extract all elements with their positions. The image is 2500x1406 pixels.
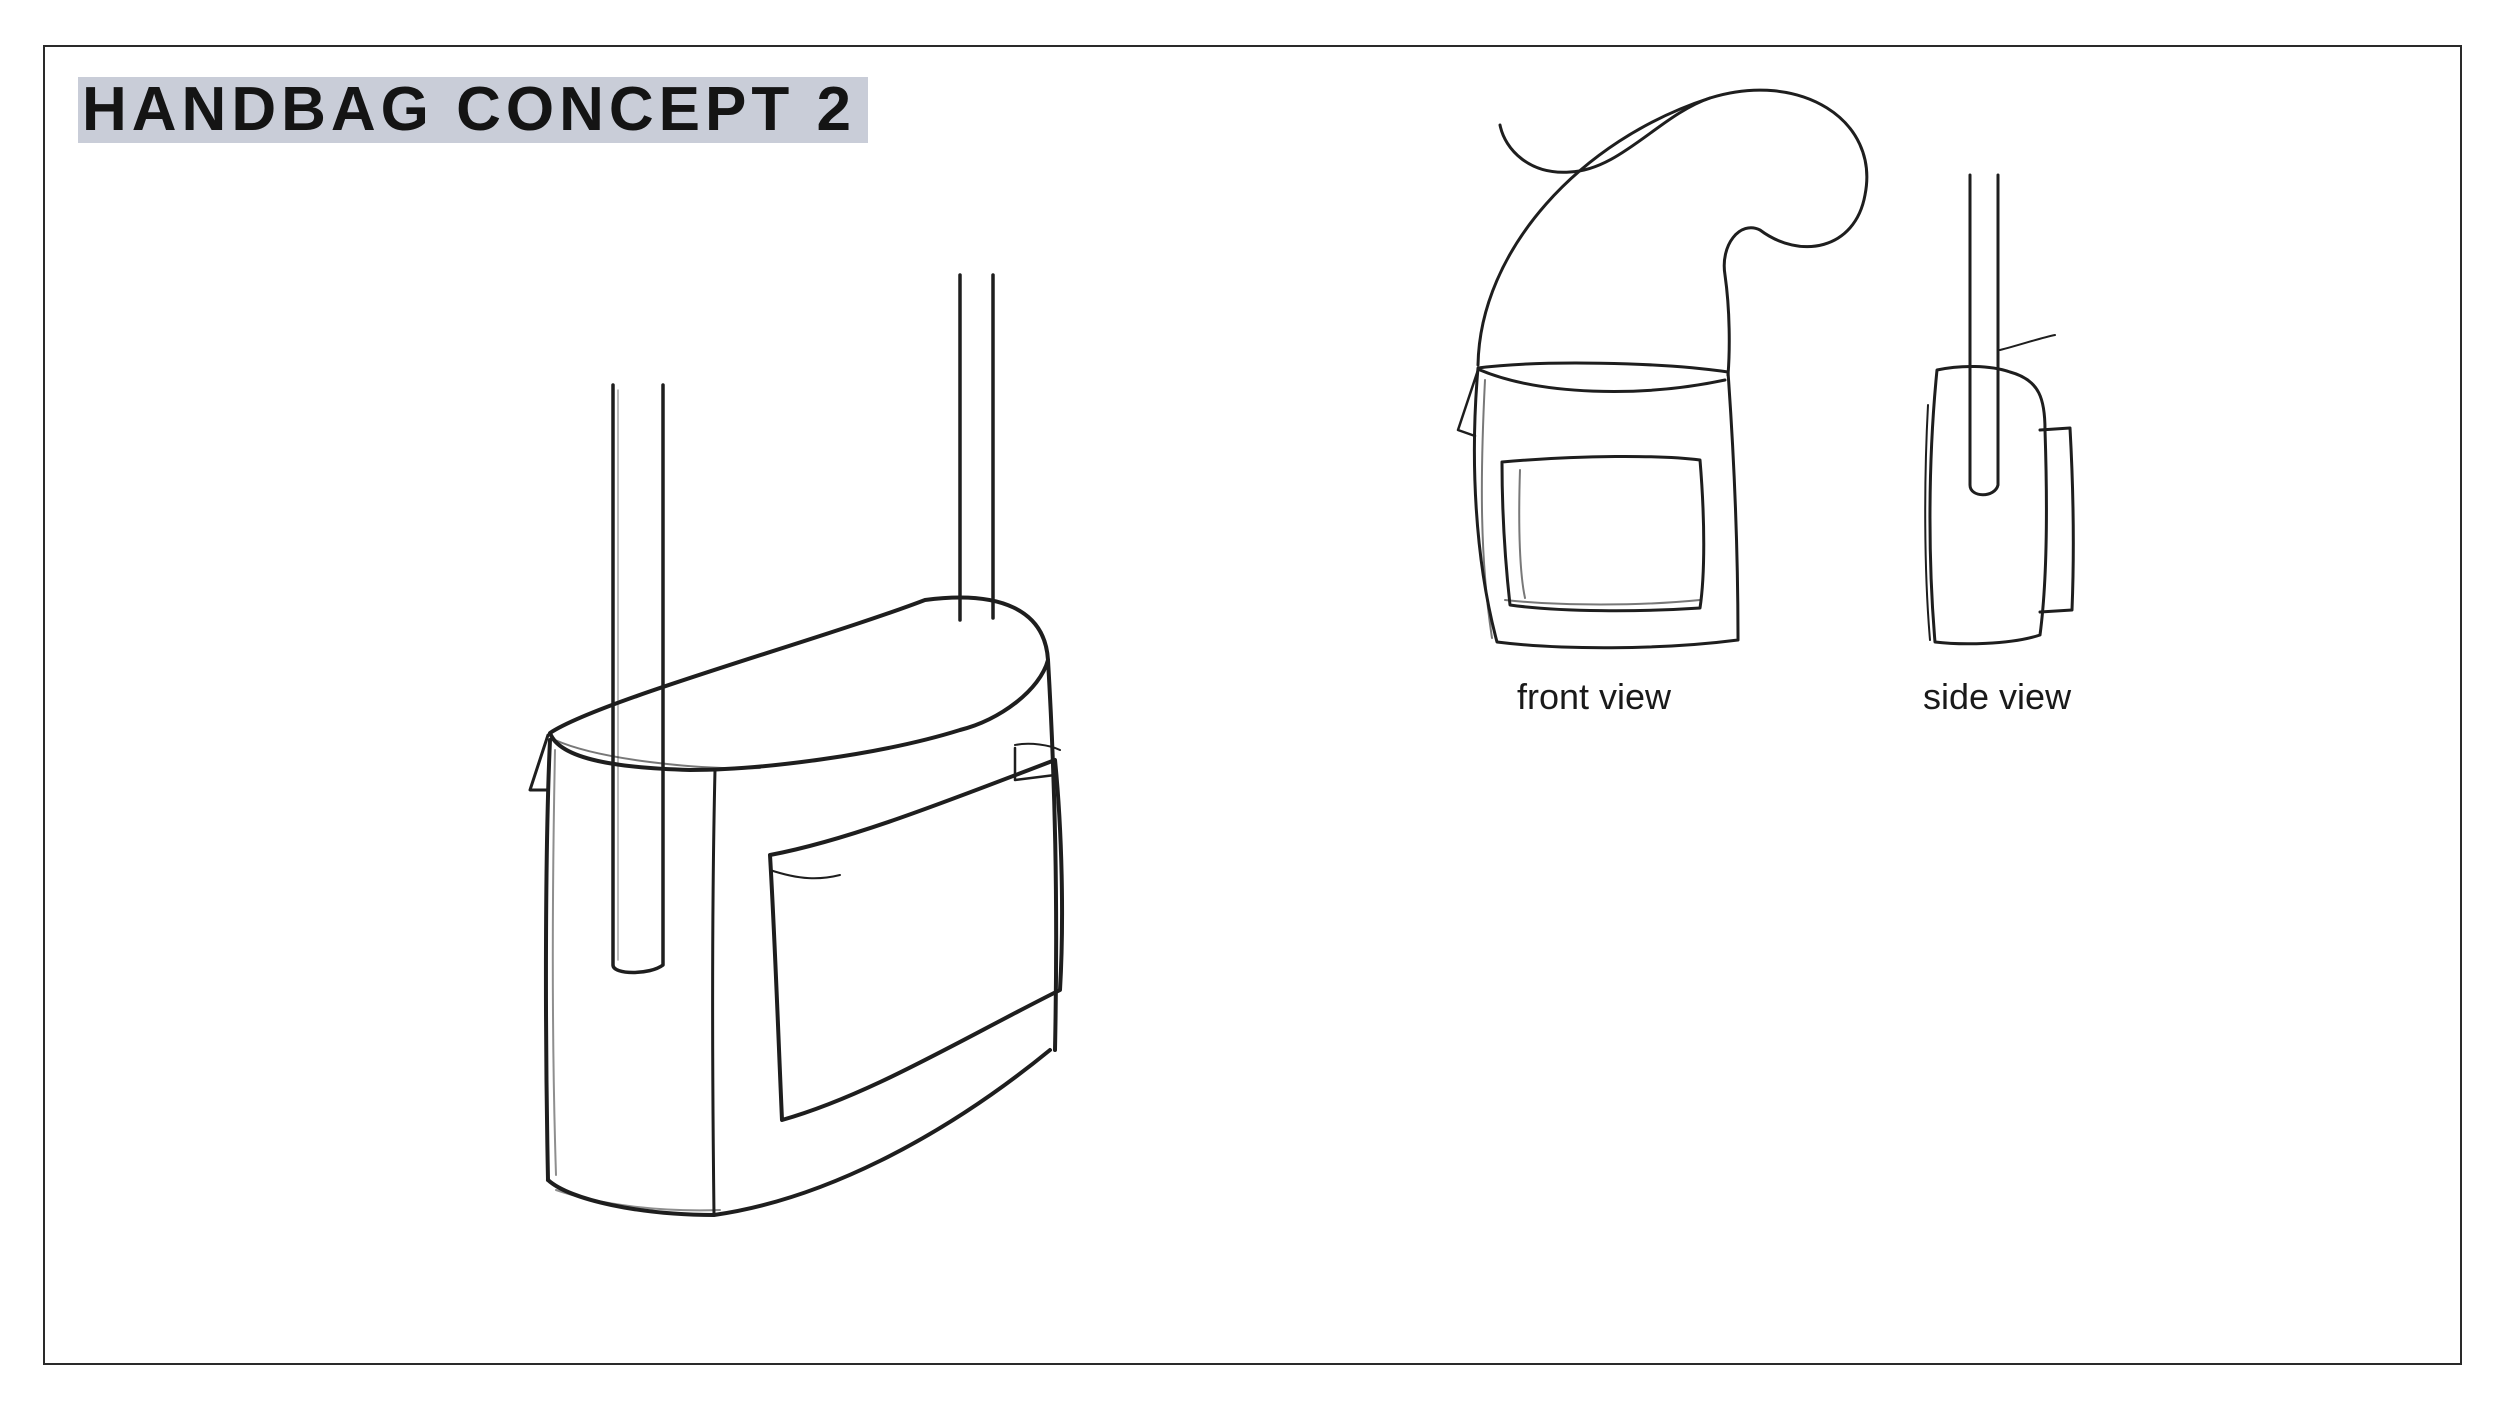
side-view-label: side view <box>1923 676 2072 717</box>
sheet-border <box>43 45 2462 1365</box>
perspective-bag-sketch <box>528 273 1065 1217</box>
side-view-bag-sketch <box>1924 173 2075 646</box>
front-view-bag-sketch <box>1456 88 1869 650</box>
title-banner: HANDBAG CONCEPT 2 <box>78 77 868 143</box>
front-view-label: front view <box>1517 676 1672 717</box>
page-title: HANDBAG CONCEPT 2 <box>82 75 856 144</box>
